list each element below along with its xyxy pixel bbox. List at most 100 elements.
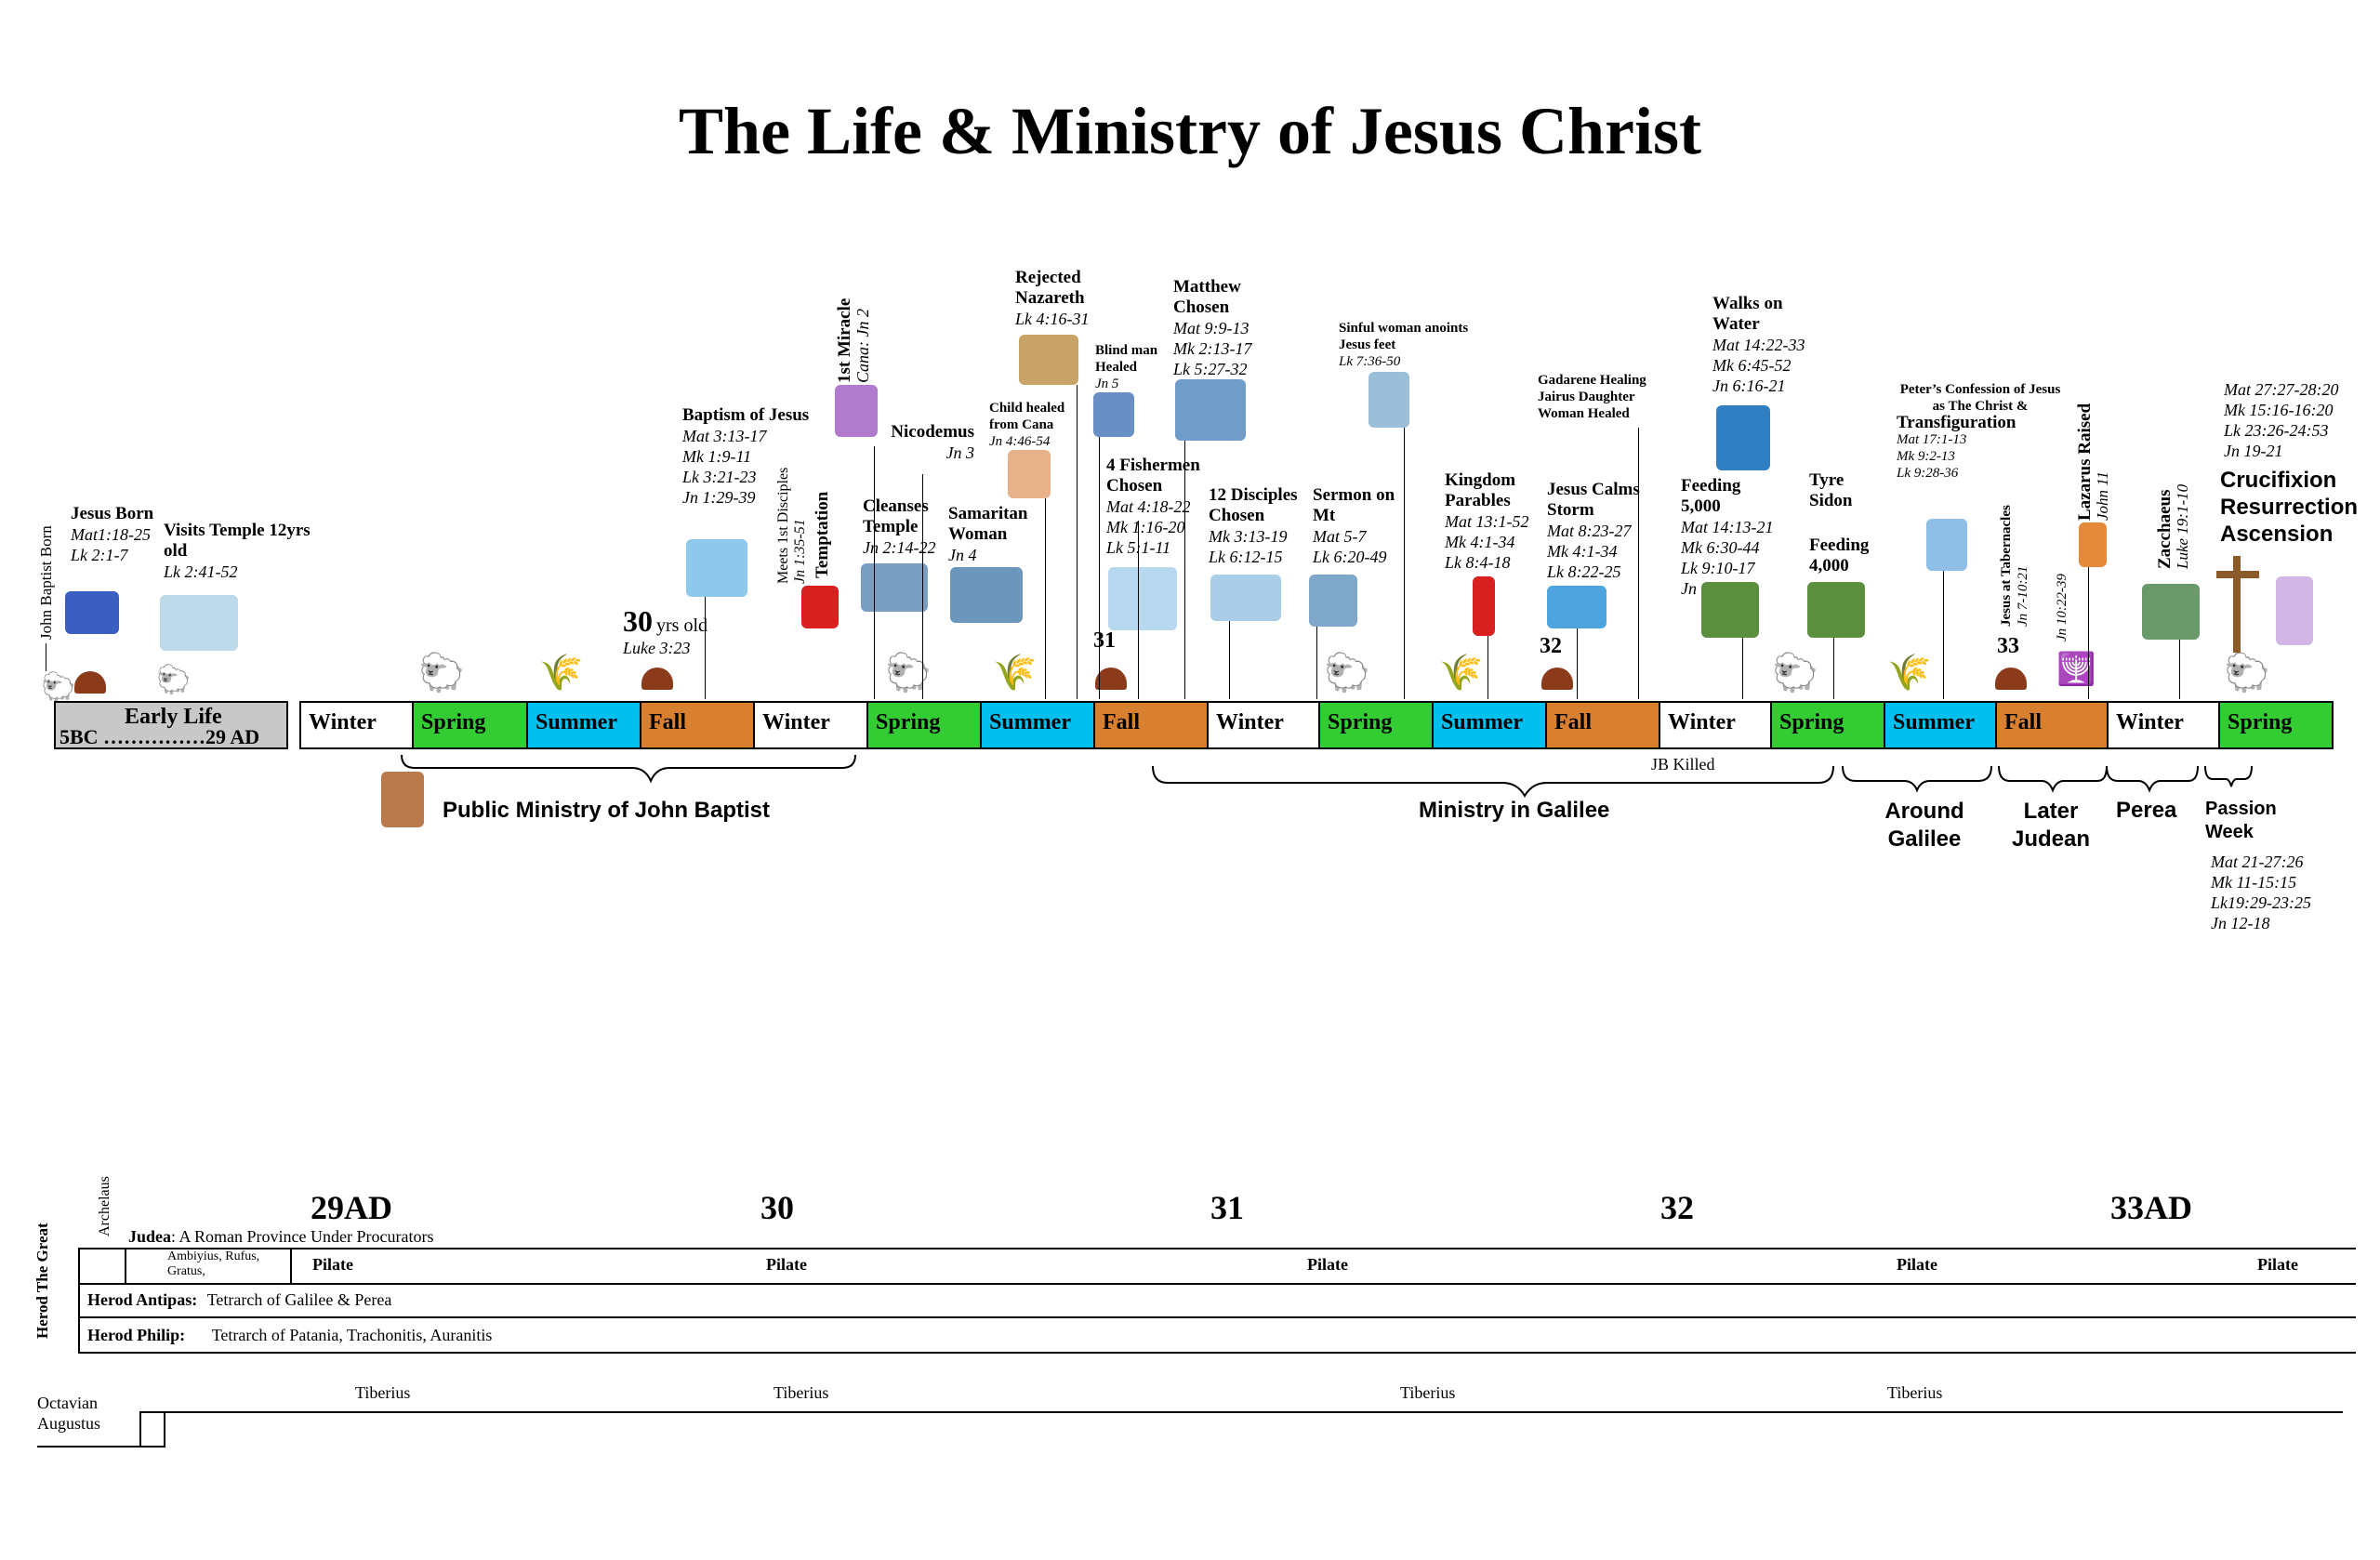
- passion-refs: Mat 21-27:26 Mk 11-15:15 Lk19:29-23:25 J…: [2211, 852, 2350, 933]
- tyre-sidon-event: Tyre Sidon: [1809, 470, 1884, 511]
- pilate-label: Pilate: [1307, 1255, 1348, 1274]
- walks-title: Walks on Water: [1712, 294, 1783, 334]
- ref: Mat 17:1-13: [1897, 432, 1967, 447]
- crucifixion-title: Crucifixion: [2220, 468, 2337, 493]
- connector: [1229, 621, 1230, 699]
- ref: Lk 8:4-18: [1445, 553, 1511, 572]
- peter-confession-event: Peter’s Confession of Jesus as The Chris…: [1897, 381, 2064, 482]
- connector: [1638, 428, 1639, 699]
- judea-rest: : A Roman Province Under Procurators: [171, 1227, 434, 1246]
- antipas-text: Tetrarch of Galilee & Perea: [206, 1290, 392, 1309]
- sinful-woman-event: Sinful woman anoints Jesus feet Lk 7:36-…: [1339, 320, 1478, 370]
- octavian-box: [139, 1411, 165, 1447]
- blind-man-event: Blind man Healed Jn 5: [1095, 342, 1170, 392]
- hut-icon: [641, 668, 673, 690]
- early-life-label: Early Life: [125, 705, 222, 729]
- ref: Mk 4:1-34: [1445, 533, 1515, 551]
- connector: [874, 446, 875, 699]
- sermon-event: Sermon on Mt Mat 5-7 Lk 6:20-49: [1313, 485, 1406, 567]
- ref: Mk 3:13-19: [1209, 527, 1288, 546]
- twelve-disciples-image: [1210, 575, 1281, 621]
- ref: Lk 5:27-32: [1173, 360, 1248, 378]
- around-galilee-label: Around Galilee: [1884, 799, 1964, 852]
- cleanses-temple-image: [861, 563, 928, 612]
- connector: [1316, 627, 1317, 699]
- samaritan-title: Samaritan Woman: [948, 504, 1028, 544]
- twelve-title: 12 Disciples Chosen: [1209, 485, 1298, 525]
- brackets-svg: [401, 754, 2253, 799]
- year-marker-33: 33: [1997, 634, 2019, 658]
- later-judean-label: Later Judean: [2011, 799, 2091, 852]
- cleanses-title: Cleanses Temple: [863, 496, 929, 536]
- year-33ad: 33AD: [2110, 1189, 2192, 1226]
- hut-icon: [74, 671, 106, 694]
- connector: [2179, 640, 2180, 699]
- nicodemus-title: Nicodemus: [891, 422, 974, 442]
- octavian-label: Octavian Augustus: [37, 1394, 101, 1433]
- ref: Lk 8:22-25: [1547, 562, 1621, 581]
- age-ref: Luke 3:23: [623, 639, 691, 657]
- cross-beam: [2216, 571, 2259, 578]
- ascension-title: Ascension: [2220, 522, 2334, 547]
- wheat-icon: 🌾: [1439, 654, 1484, 693]
- matthew-event: Matthew Chosen Mat 9:9-13 Mk 2:13-17 Lk …: [1173, 277, 1285, 379]
- sheep-icon: 🐑: [41, 672, 76, 703]
- ref: Mk 6:30-44: [1681, 538, 1760, 557]
- samaritan-event: Samaritan Woman Jn 4: [948, 504, 1051, 565]
- ref: Jn 19-21: [2224, 442, 2283, 460]
- octavian-line: [37, 1446, 165, 1448]
- perea-label: Perea: [2116, 798, 2177, 823]
- season-fall: Fall: [1545, 701, 1660, 749]
- baptism-title: Baptism of Jesus: [682, 405, 810, 425]
- ref: Jn 2:14-22: [863, 538, 936, 557]
- child-healed-event: Child healed from Cana Jn 4:46-54: [989, 400, 1082, 450]
- fishermen-title: 4 Fishermen Chosen: [1106, 456, 1200, 496]
- ref: Jn 1:29-39: [682, 488, 756, 507]
- ref: Lk 9:28-36: [1897, 466, 1959, 481]
- feeding-5000-image: [1701, 582, 1759, 638]
- ref: Jn 4: [948, 546, 977, 564]
- nazareth-image: [1019, 335, 1078, 385]
- john-baptist-image: [381, 772, 424, 827]
- lamb-icon: 🐑: [1772, 652, 1818, 694]
- matthew-title: Matthew Chosen: [1173, 277, 1241, 317]
- early-life-range: 5BC ……………29 AD: [60, 725, 260, 748]
- gadarene-title: Gadarene Healing Jairus Daughter Woman H…: [1538, 373, 1646, 421]
- ref: Jn 12-18: [2211, 914, 2270, 932]
- rulers-row-top: [78, 1248, 2356, 1249]
- visits-temple-event: Visits Temple 12yrs old Lk 2:41-52: [164, 521, 312, 582]
- page-title: The Life & Ministry of Jesus Christ: [679, 94, 1701, 168]
- ref: Mk 2:13-17: [1173, 339, 1252, 358]
- hut-icon: [1995, 668, 2027, 690]
- ambiyius-label: Ambiyius, Rufus, Gratus,: [167, 1249, 260, 1278]
- age-label: 30 yrs old Luke 3:23: [623, 604, 707, 658]
- season-winter: Winter: [753, 701, 868, 749]
- connector: [1943, 571, 1944, 699]
- transfiguration-title: Transfiguration: [1897, 413, 2016, 432]
- year-marker-31: 31: [1093, 628, 1116, 653]
- ref: Lk 2:41-52: [164, 562, 238, 581]
- sinful-woman-image: [1368, 372, 1409, 428]
- twelve-disciples-event: 12 Disciples Chosen Mk 3:13-19 Lk 6:12-1…: [1209, 485, 1313, 567]
- wheat-icon: 🌾: [539, 654, 584, 693]
- season-winter: Winter: [2107, 701, 2220, 749]
- nativity-image: [65, 591, 119, 634]
- public-ministry-label: Public Ministry of John Baptist: [443, 798, 771, 823]
- tiberius-label: Tiberius: [774, 1383, 829, 1402]
- ref: Mat 14:22-33: [1712, 336, 1805, 354]
- year-31: 31: [1210, 1189, 1244, 1226]
- ascension-image: [2276, 576, 2313, 645]
- philip-row: Herod Philip: Tetrarch of Patania, Trach…: [87, 1326, 492, 1345]
- tyre-title: Tyre Sidon: [1809, 470, 1853, 510]
- blind-man-title: Blind man Healed: [1095, 343, 1158, 375]
- herod-great-label: Herod The Great: [33, 1223, 52, 1339]
- crucifixion-titles: Crucifixion Resurrection Ascension: [2220, 467, 2358, 548]
- rulers-cell-divider: [290, 1248, 292, 1283]
- jb-killed-label: JB Killed: [1651, 755, 1715, 773]
- cleanses-temple-event: Cleanses Temple Jn 2:14-22: [863, 496, 948, 558]
- season-spring: Spring: [2218, 701, 2334, 749]
- judea-bold: Judea: [128, 1227, 172, 1246]
- feeding5-title: Feeding 5,000: [1681, 476, 1741, 516]
- lamb-icon: 🐑: [1324, 652, 1370, 694]
- year-marker-32: 32: [1540, 634, 1562, 658]
